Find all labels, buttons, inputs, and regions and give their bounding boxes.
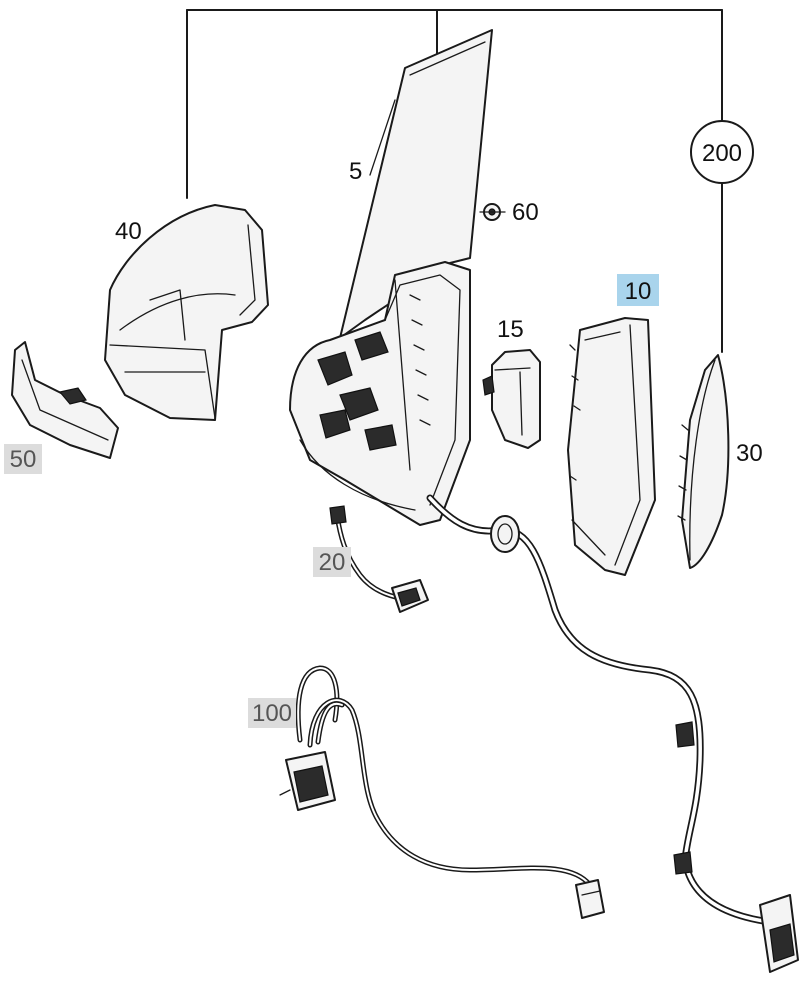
part-60-screw[interactable] (479, 203, 506, 221)
callout-60-label: 60 (512, 199, 539, 226)
callout-100: 100 (248, 698, 296, 728)
callout-100-box (248, 698, 296, 728)
grouping-bracket (186, 9, 723, 353)
callout-20: 20 (313, 547, 351, 577)
callout-50-box (4, 444, 42, 474)
callout-10-label: 10 (625, 278, 652, 305)
callout-leaders (369, 99, 396, 176)
callout-30-label: 30 (736, 440, 763, 467)
callout-40-label: 40 (115, 218, 142, 245)
callout-60: 60 (512, 199, 539, 226)
part-100-wiring-harness[interactable] (279, 665, 605, 919)
part-50-turn-signal[interactable] (11, 341, 119, 459)
callout-100-label: 100 (252, 700, 292, 727)
mirror-base-assembly[interactable] (289, 261, 471, 526)
part-30-mirror-glass[interactable] (677, 354, 730, 569)
callout-15-label: 15 (497, 316, 524, 343)
part-40-housing-cover[interactable] (104, 204, 269, 421)
callout-50: 50 (4, 444, 42, 474)
harness-end-connector (759, 894, 799, 973)
part-20-connector-wire[interactable] (329, 505, 429, 613)
callout-20-box (313, 547, 351, 577)
callout-20-label: 20 (319, 549, 346, 576)
cable-grommet (490, 515, 520, 553)
part-15-light-module[interactable] (482, 349, 541, 449)
harness-small-connector (575, 879, 605, 919)
callout-200-circle (690, 120, 754, 184)
callout-200: 200 (690, 120, 754, 184)
mirror-motor-mechanism (317, 331, 397, 451)
callout-50-label: 50 (10, 446, 37, 473)
main-harness-cable[interactable] (426, 494, 799, 973)
callout-200-label: 200 (702, 140, 742, 167)
callout-10-highlight (617, 274, 659, 306)
callout-10: 10 (617, 274, 659, 306)
callout-5-label: 5 (349, 158, 362, 185)
harness-plug (279, 751, 336, 811)
part-10-mirror-carrier[interactable] (567, 317, 656, 576)
